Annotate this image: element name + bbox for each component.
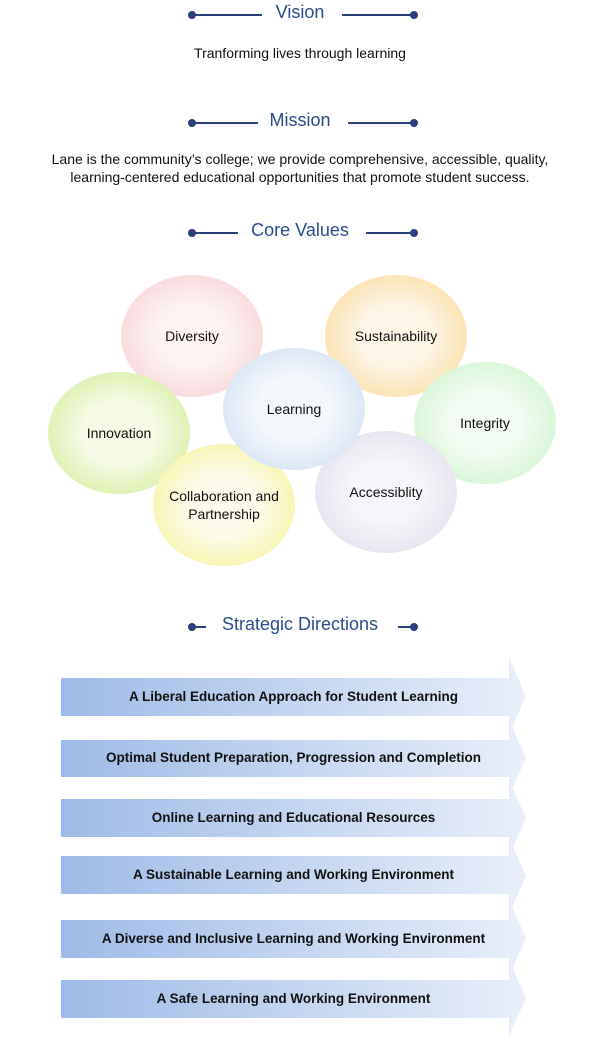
mission-title: Mission [269, 110, 331, 130]
heading-dot-right [410, 229, 418, 237]
strategic-direction-label: A Diverse and Inclusive Learning and Wor… [101, 931, 486, 946]
heading-line-left [192, 626, 206, 628]
strategic-direction-arrow: A Liberal Education Approach for Student… [61, 658, 526, 738]
heading-line-left [192, 122, 258, 124]
vision-title: Vision [275, 2, 325, 22]
heading-line-right [342, 14, 414, 16]
heading-dot-right [410, 11, 418, 19]
core-value-learning: Learning [223, 348, 365, 470]
core-value-label: Diversity [165, 328, 219, 344]
core-value-label: Innovation [86, 425, 152, 441]
strategic-direction-arrow: Optimal Student Preparation, Progression… [61, 720, 526, 800]
core-value-label: Learning [266, 401, 322, 417]
strategic-direction-arrow: Online Learning and Educational Resource… [61, 780, 526, 860]
arrow-shape [61, 838, 526, 914]
heading-line-left [192, 232, 238, 234]
strategic-direction-arrow: A Sustainable Learning and Working Envir… [61, 838, 526, 918]
mission-heading: Mission [0, 108, 600, 138]
core-value-label: Sustainability [354, 328, 438, 344]
core-value-label-line1: Collaboration and [169, 488, 279, 504]
vision-heading: Vision [0, 0, 600, 30]
strategic-direction-label: Online Learning and Educational Resource… [151, 810, 436, 825]
strategic-direction-label: A Liberal Education Approach for Student… [128, 689, 459, 704]
heading-line-right [366, 232, 414, 234]
core-value-label: Accessiblity [349, 484, 423, 500]
core-values-title: Core Values [251, 220, 349, 240]
strategic-direction-arrow: A Diverse and Inclusive Learning and Wor… [61, 900, 526, 980]
arrow-shape [61, 658, 526, 734]
heading-line-right [348, 122, 414, 124]
heading-dot-right [410, 623, 418, 631]
strategic-direction-label: Optimal Student Preparation, Progression… [105, 750, 482, 765]
vision-text: Tranforming lives through learning [194, 45, 406, 61]
arrow-shape [61, 960, 526, 1036]
arrow-shape [61, 780, 526, 856]
core-values-heading: Core Values [0, 218, 600, 248]
arrow-shape [61, 900, 526, 976]
core-value-label-line2: Partnership [188, 506, 260, 522]
strategic-direction-label: A Sustainable Learning and Working Envir… [132, 867, 455, 882]
strategic-direction-arrow: A Safe Learning and Working Environment [61, 960, 526, 1040]
strategic-directions-heading: Strategic Directions [0, 612, 600, 642]
heading-line-left [192, 14, 262, 16]
heading-line-right [398, 626, 414, 628]
core-value-label: Collaboration and Partnership [161, 487, 287, 523]
strategic-directions-title: Strategic Directions [221, 614, 379, 634]
core-value-label: Integrity [460, 415, 510, 431]
strategic-direction-label: A Safe Learning and Working Environment [156, 991, 431, 1006]
mission-text-line2: learning-centered educational opportunit… [70, 169, 530, 185]
mission-text-line1: Lane is the community’s college; we prov… [51, 151, 549, 167]
arrow-shape [61, 720, 526, 796]
heading-dot-right [410, 119, 418, 127]
